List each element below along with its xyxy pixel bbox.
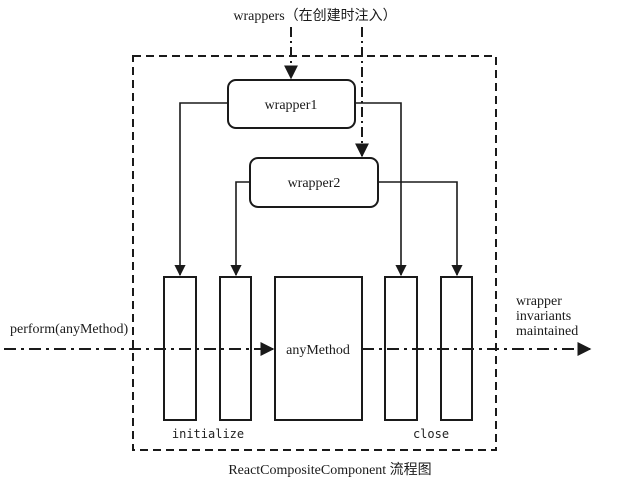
- wrapper1-node: wrapper1: [227, 79, 356, 129]
- output-label-line: invariants: [516, 309, 571, 324]
- wrapper2-node: wrapper2: [249, 157, 379, 208]
- wrapper2-close-block: [440, 276, 473, 421]
- output-label: wrapper invariants maintained: [516, 294, 578, 339]
- transaction-boundary: [132, 55, 497, 451]
- any-method-label: anyMethod: [286, 343, 350, 358]
- wrapper1-initialize-connector: [174, 102, 228, 277]
- wrapper2-close-connector: [378, 181, 463, 277]
- any-method-node: anyMethod: [274, 276, 363, 421]
- wrapper1-initialize-block: [163, 276, 197, 421]
- injection-label: wrappers（在创建时注入）: [233, 8, 396, 24]
- input-label: perform(anyMethod): [10, 322, 129, 337]
- wrapper2-initialize-connector: [230, 181, 250, 277]
- wrapper1-close-connector: [355, 102, 407, 277]
- initialize-label: initialize: [172, 427, 244, 441]
- diagram-caption: ReactCompositeComponent 流程图: [228, 462, 431, 478]
- close-label: close: [413, 427, 449, 441]
- output-label-line: maintained: [516, 324, 578, 339]
- wrapper1-label: wrapper1: [265, 98, 318, 113]
- wrapper1-close-block: [384, 276, 418, 421]
- wrapper2-initialize-block: [219, 276, 252, 421]
- wrapper2-label: wrapper2: [288, 176, 341, 191]
- output-label-line: wrapper: [516, 294, 562, 309]
